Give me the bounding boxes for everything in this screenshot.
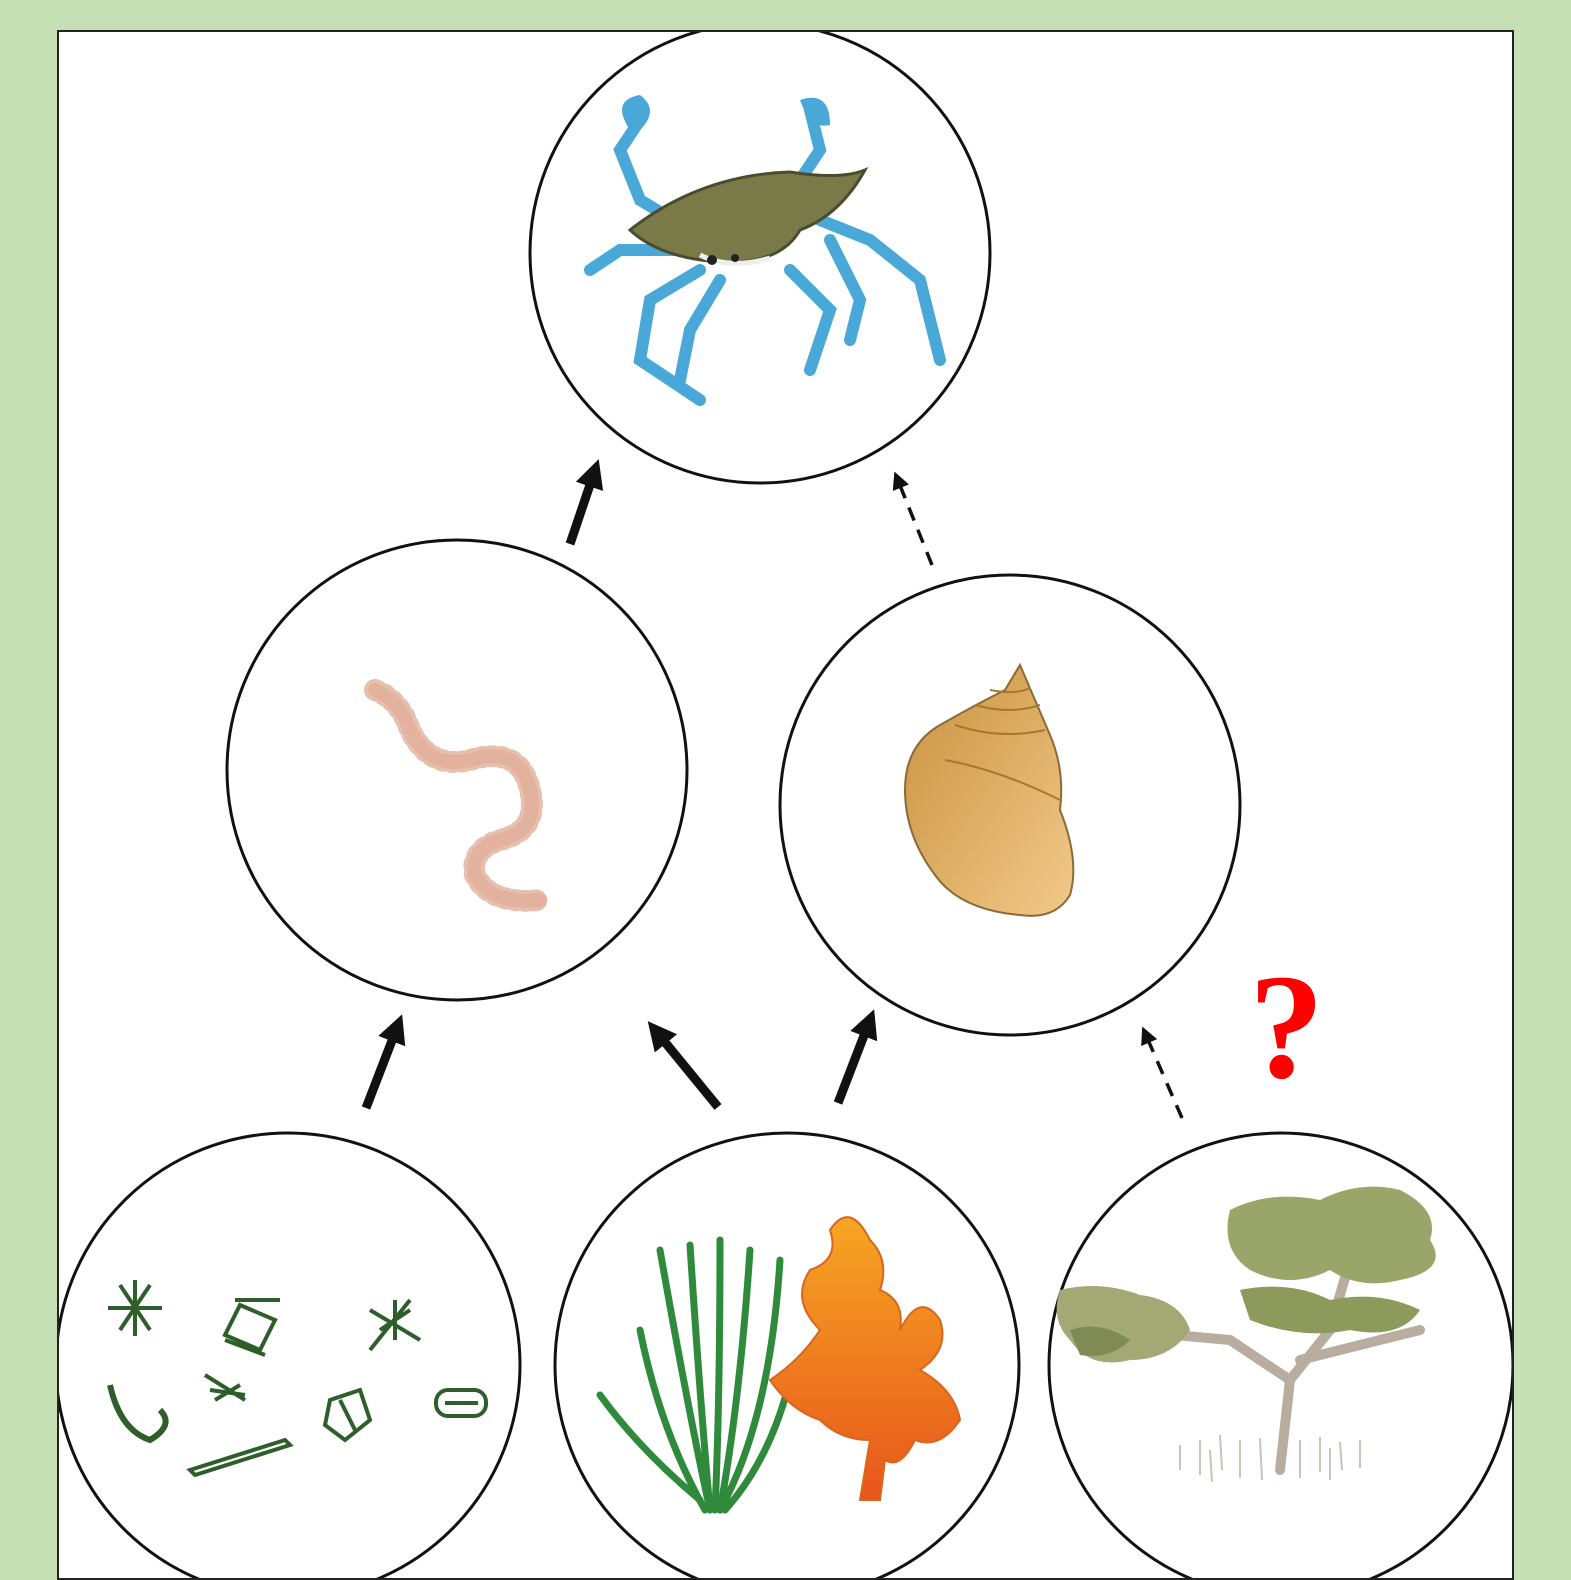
- arrow-seaweed-to-worm: [655, 1030, 718, 1107]
- arrow-phytoplankton-to-worm: [366, 1025, 398, 1108]
- question-mark: ?: [1249, 952, 1324, 1102]
- arrow-mangrove-to-snail: [1145, 1033, 1182, 1118]
- arrow-seaweed-to-snail: [838, 1020, 870, 1103]
- node-crab: [530, 30, 990, 483]
- food-web-diagram: ?: [57, 30, 1514, 1580]
- node-worm: [227, 540, 687, 1000]
- node-snail: [780, 575, 1240, 1035]
- arrow-snail-to-crab: [897, 478, 932, 565]
- food-web-svg: [57, 30, 1514, 1580]
- arrow-worm-to-crab: [570, 470, 595, 544]
- node-seaweed: [555, 1133, 1019, 1580]
- node-phytoplankton: [57, 1133, 520, 1580]
- node-mangrove: [1049, 1133, 1513, 1580]
